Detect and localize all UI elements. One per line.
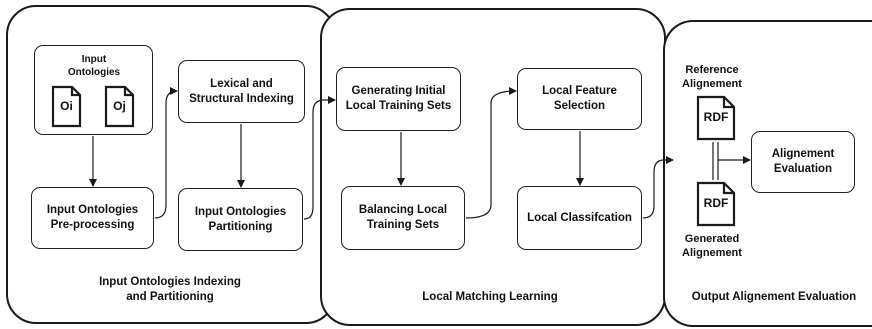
document-label-oj: Oj (113, 99, 126, 113)
document-icon-generated: RDF (696, 181, 736, 227)
panel-indexing-title: Input Ontologies Indexing and Partitioni… (99, 276, 241, 303)
document-label-oi: Oi (60, 99, 73, 113)
panel-matching (320, 8, 666, 326)
classification-box: Local Classifcation (517, 186, 642, 250)
panel-output-title: Output Alignement Evaluation (691, 291, 857, 303)
document-icon-reference: RDF (696, 95, 736, 141)
document-icon-oi: Oi (51, 85, 82, 128)
reference-alignment-label: Reference Alignement (682, 64, 742, 90)
document-icon-oj: Oj (104, 85, 135, 128)
document-label-generated: RDF (703, 196, 729, 210)
generated-alignment-label: Generated Alignement (682, 233, 742, 259)
panel-matching-title: Local Matching Learning (422, 291, 558, 303)
input-ontologies-label: Input Ontologies (67, 54, 121, 78)
document-label-reference: RDF (703, 110, 729, 124)
